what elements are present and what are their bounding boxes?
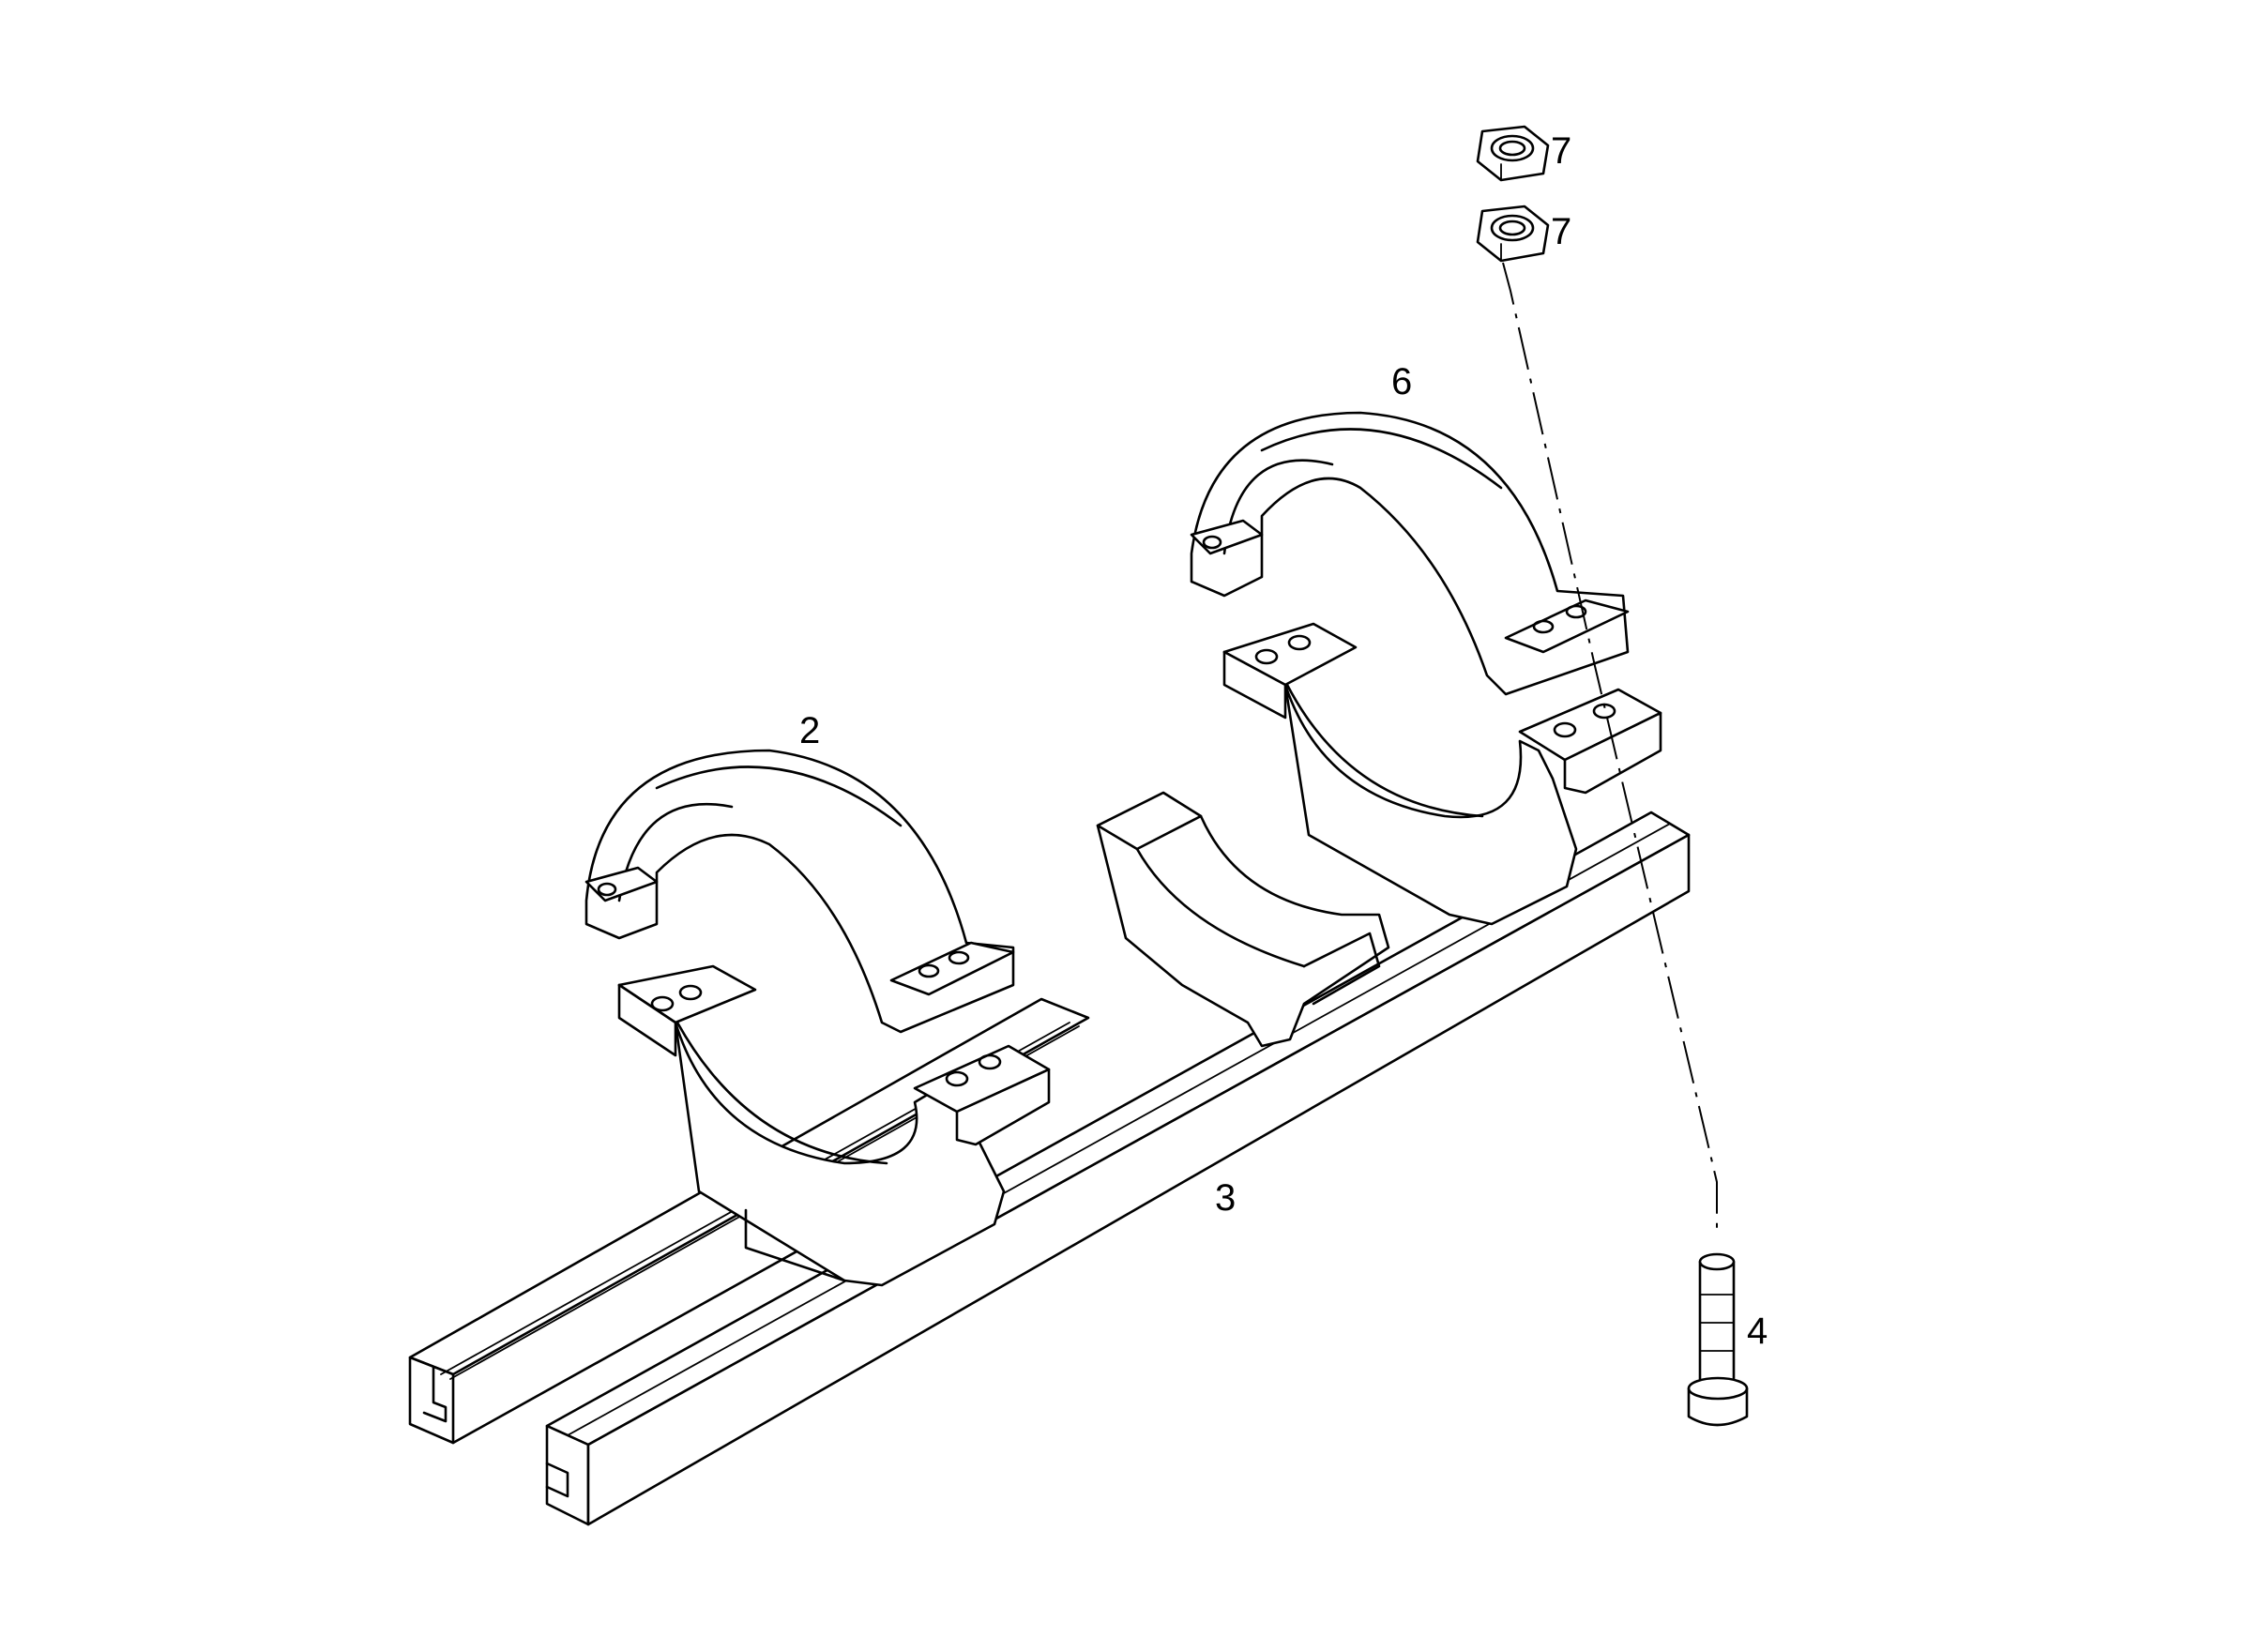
right-rail-side-face	[586, 833, 1691, 1526]
rear-upper-left-foot	[1190, 519, 1264, 555]
front-upper-clamp-body	[584, 749, 1015, 1034]
middle-saddle-lower-step	[1302, 932, 1381, 1006]
rear-lower-saddle	[1222, 622, 1662, 926]
rear-upper-hole-b	[1532, 619, 1555, 634]
rear-upper-hole-a	[1202, 535, 1222, 550]
rear-lower-hole-c	[1553, 721, 1577, 738]
front-upper-outer-edge	[655, 765, 903, 827]
nut-lower-bore-outer	[1490, 214, 1535, 242]
front-upper-hole-c	[948, 950, 970, 965]
front-lower-hole-d	[978, 1053, 1002, 1070]
right-rail-end-slot	[545, 1462, 569, 1498]
nut-upper-bore-inner	[1498, 140, 1526, 157]
rear-lower-hole-b	[1287, 634, 1312, 651]
front-upper-hole-a	[597, 882, 617, 897]
bolt-head-top	[1687, 1376, 1749, 1401]
front-upper-hole-b	[918, 963, 940, 978]
middle-saddle-body	[1096, 791, 1390, 1048]
callout-clamp-rear: 6	[1391, 361, 1412, 402]
middle-saddle	[1096, 791, 1390, 1048]
left-rail-end-slot	[422, 1366, 448, 1423]
middle-saddle-curve	[1135, 847, 1306, 968]
right-rail-edge	[567, 823, 1671, 1436]
nut-lower	[1476, 205, 1550, 263]
front-lower-hole-b	[678, 984, 703, 1001]
rear-lower-inner-arc	[1285, 683, 1484, 818]
front-lower-inner-arc	[675, 1021, 888, 1165]
callout-bolt: 4	[1747, 1311, 1768, 1352]
front-lower-hole-c	[945, 1070, 969, 1087]
rear-lower-right-block-side	[1563, 711, 1662, 795]
rail-assembly	[408, 811, 1691, 1526]
bolt	[1687, 1252, 1749, 1427]
rear-upper-clamp	[1190, 411, 1630, 696]
rear-lower-left-block-side	[1222, 650, 1287, 720]
front-lower-saddle	[617, 964, 1051, 1287]
rear-upper-outer-edge	[1260, 428, 1503, 490]
bolt-axis-centerline	[1502, 262, 1718, 1229]
bolt-shank-end	[1698, 1252, 1736, 1271]
callout-clamp-front: 2	[799, 710, 820, 751]
rear-lower-hole-a	[1254, 648, 1279, 665]
nut-lower-bore-inner	[1498, 220, 1526, 236]
rear-upper-clamp-body	[1190, 411, 1630, 696]
front-lower-foot	[744, 1208, 846, 1282]
front-upper-right-foot	[889, 941, 1015, 996]
front-upper-clamp	[584, 749, 1015, 1034]
middle-saddle-top-face	[1096, 791, 1203, 851]
nut-upper-hex	[1476, 125, 1550, 182]
rear-upper-right-foot	[1504, 599, 1630, 654]
front-lower-right-block-side	[955, 1068, 1051, 1146]
nut-upper-bore-outer	[1490, 134, 1535, 162]
nut-upper	[1476, 125, 1550, 182]
front-upper-left-foot	[584, 866, 659, 902]
rear-lower-saddle-body	[1222, 650, 1578, 926]
callout-nut-upper: 7	[1551, 130, 1571, 172]
front-lower-hole-a	[650, 995, 675, 1012]
callout-nut-lower: 7	[1551, 211, 1571, 252]
callout-rail: 3	[1215, 1177, 1236, 1219]
rear-upper-hole-c	[1565, 604, 1587, 619]
